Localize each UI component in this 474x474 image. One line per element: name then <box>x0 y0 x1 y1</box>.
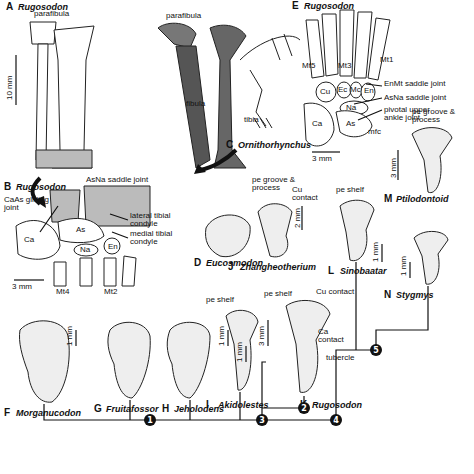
node-circle: 5 <box>370 344 382 356</box>
taxon-name: Fruitafossor <box>106 405 159 414</box>
part-label: Ca <box>24 236 34 244</box>
part-label: 1 mm <box>236 342 244 362</box>
panel-letter: G <box>94 404 102 415</box>
callout-number: 4 <box>333 416 339 425</box>
panel-letter: B <box>4 182 11 193</box>
part-label: Ca <box>312 120 322 128</box>
panel-letter: N <box>384 290 391 301</box>
taxon-name: Morganucodon <box>16 409 81 418</box>
taxon-name: Rugosodon <box>304 2 354 11</box>
part-label: Mt4 <box>56 288 69 296</box>
part-label: pe groove & process <box>412 108 464 125</box>
part-label: Cu contact <box>292 186 326 203</box>
part-label: parafibula <box>34 10 69 18</box>
part-label: AsNa saddle joint <box>384 94 446 102</box>
taxon-name: Ptilodontoid <box>396 195 448 204</box>
part-label: 1 mm <box>372 242 380 262</box>
panel-letter: D <box>194 258 201 269</box>
part-label: 3 mm <box>258 326 266 346</box>
part-label: Mc <box>350 86 361 94</box>
panel-letter: J <box>228 262 234 273</box>
taxon-name: Stygmys <box>396 291 434 300</box>
part-label: 3 mm <box>12 283 32 291</box>
part-label: tibia <box>244 116 259 124</box>
taxon-name: Zhangheotherium <box>240 263 316 272</box>
node-circle: 1 <box>144 414 156 426</box>
panel-letter: A <box>6 2 13 13</box>
part-label: Mt2 <box>104 288 117 296</box>
part-label: En <box>108 243 118 251</box>
part-label: pe shelf <box>264 290 292 298</box>
part-label: 3 mm <box>312 155 332 163</box>
part-label: AsNa saddle joint <box>86 176 148 184</box>
panel-letter: H <box>162 404 169 415</box>
taxon-name: Ornithorhynchus <box>238 141 311 150</box>
taxon-name: Jeholodens <box>174 405 224 414</box>
part-label: pe shelf <box>336 186 364 194</box>
panel-letter: C <box>226 140 233 151</box>
part-label: EnMt saddle joint <box>384 80 445 88</box>
part-label: As <box>76 226 85 234</box>
part-label: Na <box>80 246 90 254</box>
node-circle: 2 <box>298 402 310 414</box>
panel-letter: E <box>292 1 299 12</box>
taxon-name: Rugosodon <box>312 401 362 410</box>
part-label: tubercle <box>326 354 354 362</box>
callout-number: 5 <box>373 346 379 355</box>
part-label: 3 mm <box>390 158 398 178</box>
node-circle: 4 <box>330 414 342 426</box>
part-label: fibula <box>186 100 205 108</box>
part-label: En <box>364 87 374 95</box>
part-label: 1 mm <box>218 326 226 346</box>
taxon-name: Rugosodon <box>16 183 66 192</box>
part-label: Mt5 <box>302 62 315 70</box>
part-label: pe shelf <box>206 296 234 304</box>
part-label: mfc <box>368 128 381 136</box>
part-label: 10 mm <box>6 76 14 100</box>
part-label: Cu <box>320 88 330 96</box>
callout-number: 2 <box>301 404 307 413</box>
panel-letter: M <box>384 194 392 205</box>
callout-number: 3 <box>259 416 265 425</box>
part-label: CaAs gliding joint <box>4 196 64 213</box>
taxon-name: Sinobaatar <box>340 267 387 276</box>
part-label: 1 mm <box>400 256 408 276</box>
callout-number: 1 <box>147 416 153 425</box>
part-label: Mt1 <box>380 56 393 64</box>
panel-letter: F <box>4 408 10 419</box>
part-label: Cu contact <box>316 288 354 296</box>
part-label: Ec <box>338 86 347 94</box>
part-label: Na <box>346 104 356 112</box>
part-label: medial tibial condyle <box>130 230 200 247</box>
part-label: Mt3 <box>338 62 351 70</box>
part-label: As <box>346 120 355 128</box>
part-label: lateral tibial condyle <box>130 212 200 229</box>
part-label: 2 mm <box>294 208 302 228</box>
part-label: parafibula <box>166 12 201 20</box>
node-circle: 3 <box>256 414 268 426</box>
taxon-name: Akidolestes <box>218 401 269 410</box>
part-label: 1 mm <box>66 326 74 346</box>
panel-letter: L <box>328 266 334 277</box>
part-label: Ca contact <box>318 328 348 345</box>
panel-letter: I <box>206 400 209 411</box>
